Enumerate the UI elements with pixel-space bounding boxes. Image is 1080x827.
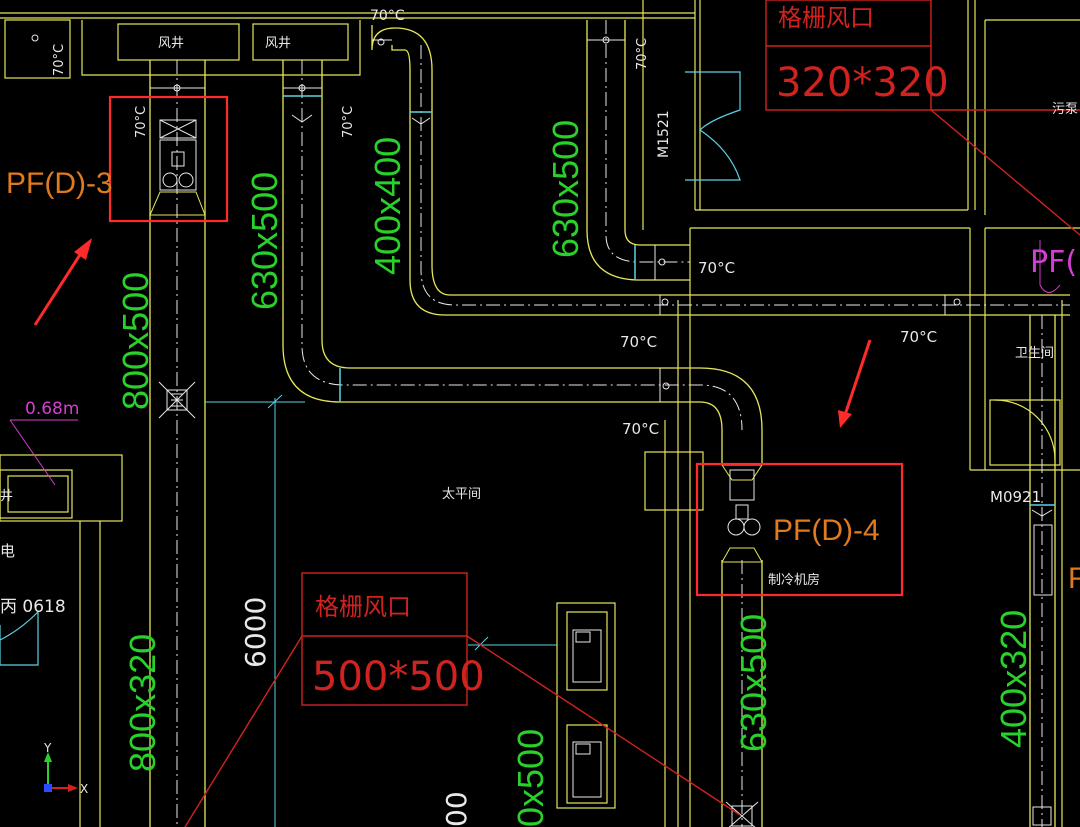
temp-label: 70°C [635,38,650,70]
duct-size-label: 630x500 [545,120,586,258]
fan-unit-pf4 [721,464,763,563]
equipment-frames [572,629,602,798]
door-tag: M1521 [656,110,672,158]
duct-size-label: 800x320 [122,634,163,772]
grille-title: 格栅风口 [315,593,411,621]
duct-size-label: 630x500 [733,614,774,752]
ductwork [31,20,1070,827]
temp-label: 70°C [52,44,67,76]
level-leader [9,240,1061,486]
fan-unit-pf3 [149,119,206,216]
temp-label: 70°C [370,8,405,24]
red-annotations [108,0,1080,827]
duct-size-label: 800x500 [115,272,156,410]
shaft-label-left: 风井 [158,36,184,51]
equipment-tag-partial: F [1068,562,1080,595]
red-arrows [33,238,872,428]
shaft-label-right: 风井 [265,36,291,51]
axis-label-y: Y [43,741,52,755]
room-label: 丙 0618 [0,597,66,617]
shaft-label-partial: 井 [0,489,13,504]
door-left [0,610,39,666]
temp-label: 70°C [134,106,149,138]
dimension-lines [205,394,557,827]
duct-size-label: 00 [440,791,473,827]
grille-title: 格栅风口 [778,4,874,32]
temp-label: 70°C [620,333,657,351]
grille-size: 500*500 [312,654,485,700]
ucs-axis-icon [44,752,78,792]
dimension-text: 6000 [239,597,272,668]
equipment-tag-partial: PF( [1030,245,1077,280]
grille-size: 320*320 [776,60,949,106]
room-label: 电 [0,542,15,560]
equipment-tag-pf3: PF(D)-3 [6,167,113,200]
temp-label: 70°C [341,106,356,138]
duct-size-label: 400x400 [367,137,408,275]
diffuser-symbols [158,381,1052,827]
duct-size-label: 630x500 [244,172,285,310]
temp-label: 70°C [698,259,735,277]
door-m1521 [685,71,741,181]
equipment-tag-pf4: PF(D)-4 [773,514,880,547]
room-label: 卫生间 [1015,346,1054,361]
temp-label: 70°C [900,328,937,346]
room-label: 污泵 [1052,102,1078,117]
duct-size-label: 400x320 [993,610,1034,748]
room-label: 制冷机房 [768,572,820,588]
temp-label: 70°C [622,420,659,438]
axis-label-x: X [80,782,88,796]
room-label: 太平间 [442,487,481,502]
level-text: 0.68m [25,399,79,419]
fan-unit-right [1033,524,1053,596]
door-tag: M0921 [990,488,1041,506]
duct-size-label: 0x500 [510,729,551,827]
